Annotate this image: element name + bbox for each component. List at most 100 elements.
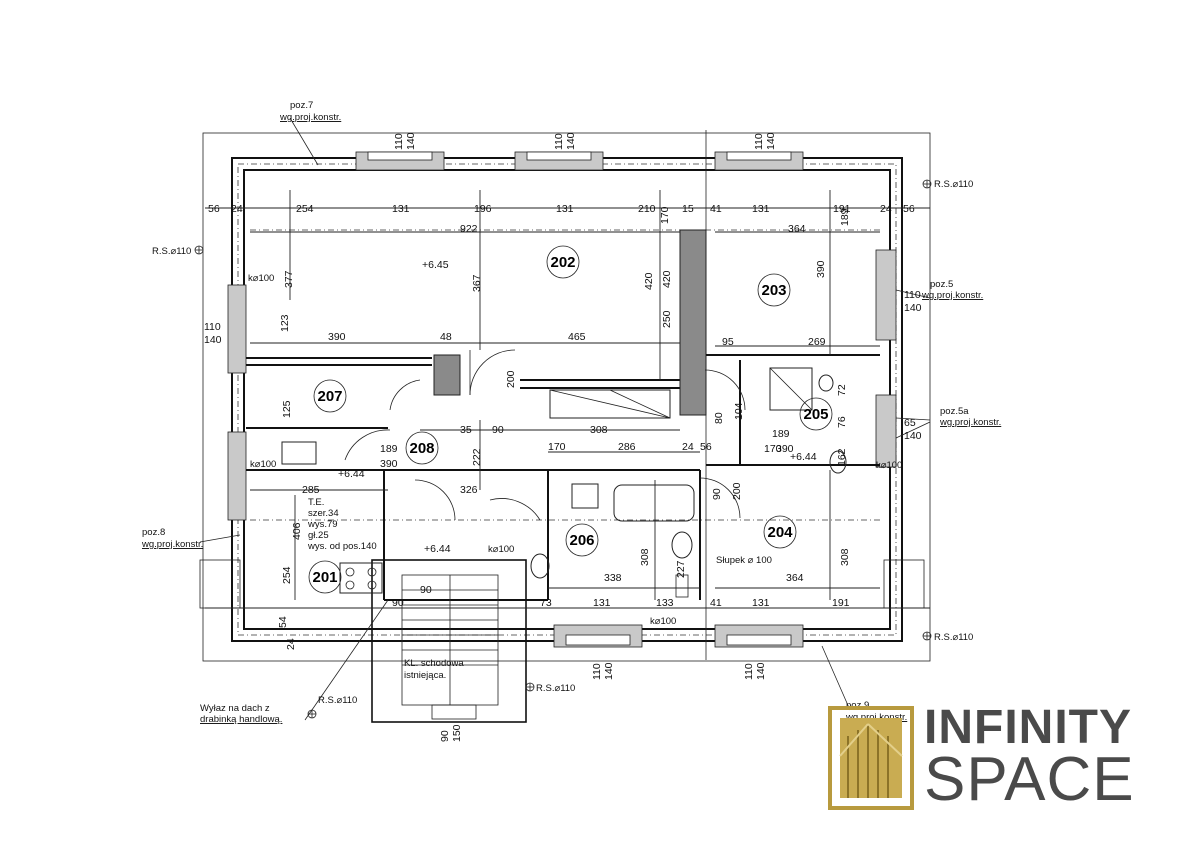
svg-text:140: 140 [565, 132, 577, 150]
svg-text:170: 170 [548, 441, 566, 453]
svg-text:R.S.⌀110: R.S.⌀110 [536, 683, 575, 694]
svg-text:390: 390 [328, 331, 346, 343]
svg-text:Wyłaz na dach z: Wyłaz na dach z [200, 703, 270, 714]
svg-text:420: 420 [661, 270, 673, 288]
svg-text:90: 90 [420, 584, 432, 596]
svg-text:196: 196 [474, 203, 492, 215]
top-dimensions: 56 24 254 131 196 131 210 15 41 131 191 … [208, 203, 915, 215]
svg-text:65: 65 [904, 417, 916, 429]
svg-text:k⌀100: k⌀100 [248, 273, 274, 284]
svg-text:254: 254 [281, 566, 293, 584]
svg-text:R.S.⌀110: R.S.⌀110 [318, 695, 357, 706]
svg-text:95: 95 [722, 336, 734, 348]
svg-text:222: 222 [471, 448, 483, 466]
svg-text:191: 191 [832, 597, 850, 609]
logo-word-infinity: INFINITY [924, 701, 1132, 754]
level-201: +6.44 [338, 468, 365, 480]
svg-text:R.S.⌀110: R.S.⌀110 [934, 179, 973, 190]
svg-text:140: 140 [405, 132, 417, 150]
svg-text:922: 922 [460, 223, 478, 235]
svg-text:364: 364 [788, 223, 806, 235]
svg-text:k⌀100: k⌀100 [250, 459, 276, 470]
room-208: 208 [409, 440, 434, 457]
level-205: +6.44 [790, 451, 817, 463]
svg-text:390: 390 [815, 260, 827, 278]
door-swings [344, 349, 746, 521]
svg-text:gł.25: gł.25 [308, 530, 329, 541]
svg-text:15: 15 [682, 203, 694, 215]
svg-text:140: 140 [765, 132, 777, 150]
svg-text:140: 140 [603, 662, 615, 680]
svg-text:131: 131 [392, 203, 410, 215]
svg-text:wg.proj.konstr.: wg.proj.konstr. [141, 539, 203, 550]
svg-text:80: 80 [713, 412, 725, 424]
svg-text:308: 308 [839, 548, 851, 566]
svg-text:poz.8: poz.8 [142, 527, 165, 538]
interior-walls [246, 229, 880, 601]
svg-text:133: 133 [656, 597, 674, 609]
room-labels: 202 203 207 208 205 206 204 201 [308, 245, 833, 594]
room-204: 204 [767, 524, 793, 541]
svg-text:150: 150 [451, 724, 463, 742]
svg-text:140: 140 [755, 662, 767, 680]
svg-text:poz.5: poz.5 [930, 279, 953, 290]
svg-text:wys. od pos.140: wys. od pos.140 [307, 541, 377, 552]
svg-text:189: 189 [839, 208, 851, 226]
svg-text:269: 269 [808, 336, 826, 348]
svg-text:wg.proj.konstr.: wg.proj.konstr. [921, 290, 983, 301]
bathroom-fixtures [281, 367, 847, 598]
window-height-labels: 110 140 110 140 110 140 110 140 110 140 … [204, 132, 922, 680]
svg-text:wys.79: wys.79 [307, 519, 338, 530]
svg-text:189: 189 [772, 428, 790, 440]
svg-text:41: 41 [710, 203, 722, 215]
level-208: +6.44 [424, 543, 451, 555]
svg-text:76: 76 [836, 416, 848, 428]
svg-text:110: 110 [393, 133, 405, 150]
svg-text:110: 110 [591, 663, 603, 680]
svg-text:250: 250 [661, 310, 673, 328]
window-bays-top [355, 151, 804, 171]
svg-text:162: 162 [836, 448, 848, 466]
svg-text:170: 170 [764, 443, 782, 455]
svg-text:191: 191 [833, 203, 851, 215]
svg-text:406: 406 [291, 522, 303, 540]
room-207: 207 [317, 388, 342, 405]
svg-text:110: 110 [743, 663, 755, 680]
svg-text:110: 110 [204, 321, 221, 333]
svg-text:T.E.: T.E. [308, 497, 324, 508]
svg-text:308: 308 [639, 548, 651, 566]
svg-text:90: 90 [439, 730, 451, 742]
svg-text:KL. schodowa: KL. schodowa [404, 658, 464, 669]
svg-text:420: 420 [643, 272, 655, 290]
svg-text:56: 56 [208, 203, 220, 215]
svg-text:72: 72 [836, 384, 848, 396]
dimension-lines [205, 190, 930, 609]
svg-text:k⌀100: k⌀100 [650, 616, 676, 627]
infinity-space-logo: INFINITY SPACE [828, 701, 1158, 814]
svg-text:56: 56 [700, 441, 712, 453]
svg-text:338: 338 [604, 572, 622, 584]
svg-text:131: 131 [752, 597, 770, 609]
svg-text:poz.5a: poz.5a [940, 406, 969, 417]
svg-text:140: 140 [904, 302, 922, 314]
poz7-label: poz.7 [290, 100, 313, 111]
svg-text:szer.34: szer.34 [308, 508, 339, 519]
svg-text:54: 54 [277, 616, 289, 628]
room-206: 206 [569, 532, 594, 549]
svg-text:465: 465 [568, 331, 586, 343]
svg-text:90: 90 [492, 424, 504, 436]
window-bays-side [199, 249, 925, 609]
room-201: 201 [312, 569, 337, 586]
svg-text:R.S.⌀110: R.S.⌀110 [152, 246, 191, 257]
svg-text:367: 367 [471, 274, 483, 292]
svg-text:110: 110 [553, 133, 565, 150]
logo-word-space: SPACE [924, 745, 1135, 814]
svg-text:drabinką handlową.: drabinką handlową. [200, 714, 282, 725]
staircase [371, 559, 527, 723]
room-203: 203 [761, 282, 786, 299]
svg-text:254: 254 [296, 203, 314, 215]
svg-text:104: 104 [733, 402, 745, 420]
svg-text:210: 210 [638, 203, 656, 215]
svg-text:wg.proj.konstr.: wg.proj.konstr. [939, 417, 1001, 428]
